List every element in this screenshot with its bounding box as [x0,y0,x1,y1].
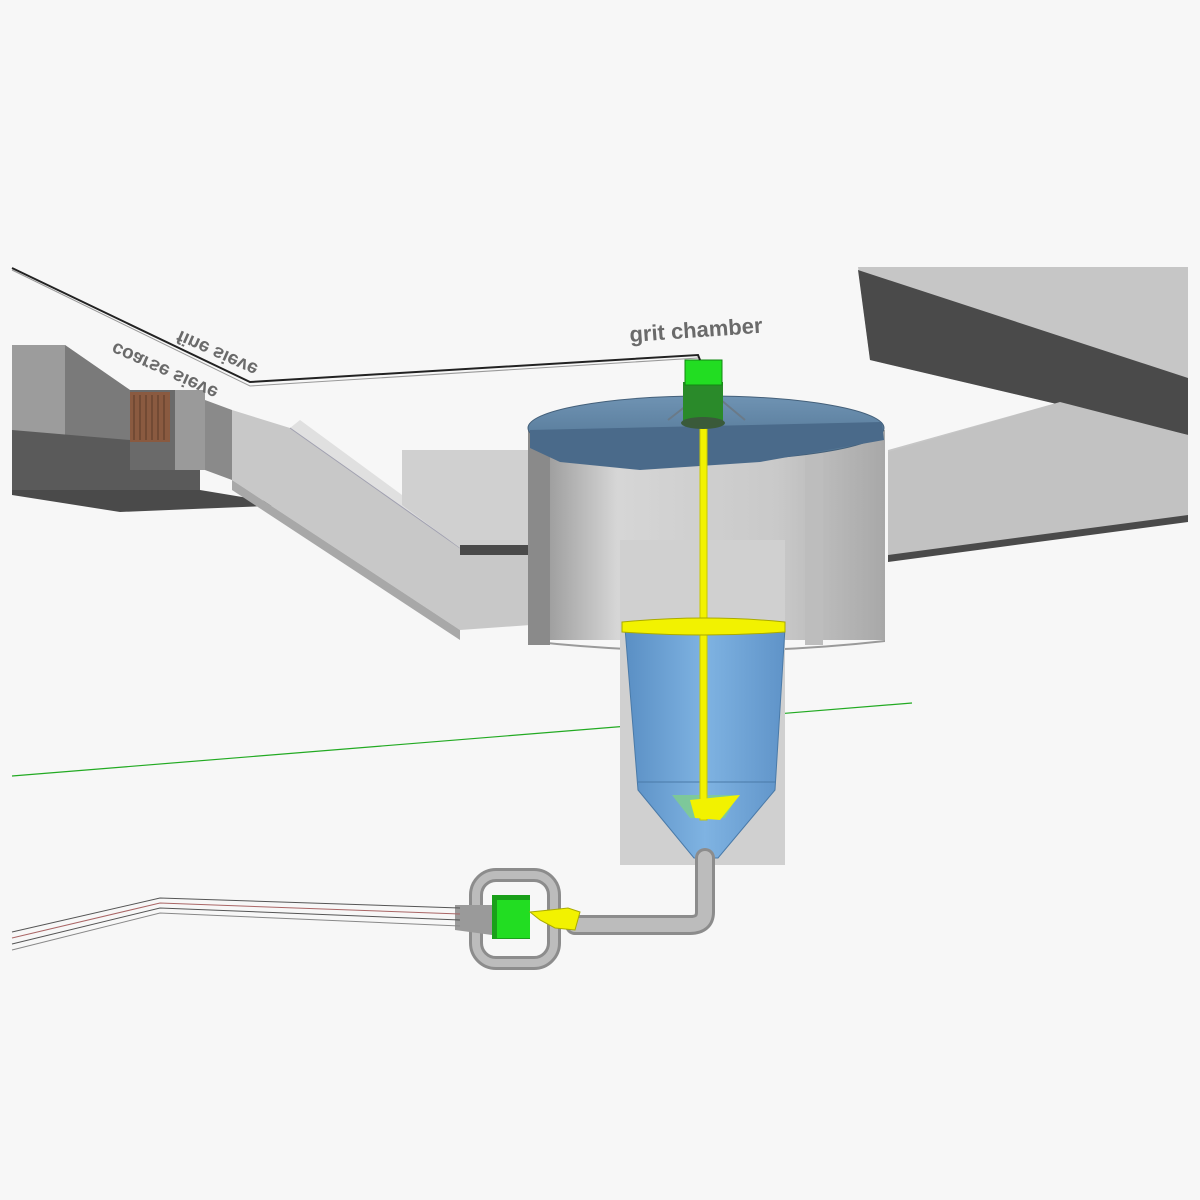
scraper-shaft [621,424,786,821]
grit-classifier [455,868,581,970]
grit-chamber-label: grit chamber [629,313,764,347]
sieve-channel [12,345,290,512]
grit-discharge-pipe [565,848,715,935]
coarse-sieve-grate [130,392,170,442]
outlet-channel-right [858,267,1188,562]
label-leader-lines [11,267,701,951]
top-drive-motor [681,359,725,429]
